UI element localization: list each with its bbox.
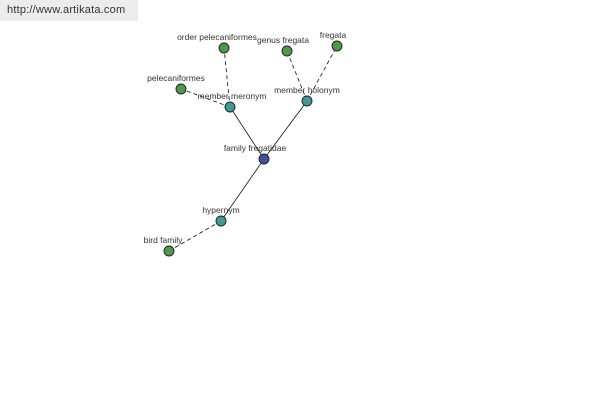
- node-holonym[interactable]: [301, 95, 313, 107]
- edge-holonym-n3: [286, 50, 308, 102]
- node-label-meronym[interactable]: member meronym: [198, 91, 267, 101]
- node-label-n2[interactable]: pelecaniformes: [147, 73, 205, 83]
- url-text[interactable]: http://www.artikata.com: [7, 4, 126, 16]
- node-label-n1[interactable]: order pelecaniformes: [177, 32, 257, 42]
- node-n4[interactable]: [331, 40, 343, 52]
- edge-holonym-n4: [306, 45, 338, 102]
- node-label-center[interactable]: family fregatidae: [224, 143, 287, 153]
- node-label-hypernym[interactable]: hypernym: [202, 205, 239, 215]
- node-n1[interactable]: [218, 42, 230, 54]
- graph-nodes: [163, 40, 343, 257]
- graph-labels: family fregatidae member meronym member ho…: [144, 30, 347, 245]
- node-n2[interactable]: [175, 83, 187, 95]
- node-label-holonym[interactable]: member holonym: [274, 85, 340, 95]
- edge-center-hypernym: [220, 158, 265, 222]
- graph-edges: [168, 45, 338, 252]
- node-hypernym[interactable]: [215, 215, 227, 227]
- node-center[interactable]: [258, 153, 270, 165]
- url-banner: http://www.artikata.com: [0, 0, 138, 21]
- node-n5[interactable]: [163, 245, 175, 257]
- edge-center-holonym: [263, 100, 308, 160]
- edge-hypernym-n5: [168, 220, 222, 252]
- edge-meronym-n2: [180, 88, 231, 108]
- node-label-n3[interactable]: genus fregata: [257, 35, 309, 45]
- edge-center-meronym: [229, 106, 265, 160]
- node-meronym[interactable]: [224, 101, 236, 113]
- node-n3[interactable]: [281, 45, 293, 57]
- node-label-n4[interactable]: fregata: [320, 30, 347, 40]
- node-label-n5[interactable]: bird family: [144, 235, 183, 245]
- edge-meronym-n1: [223, 47, 231, 108]
